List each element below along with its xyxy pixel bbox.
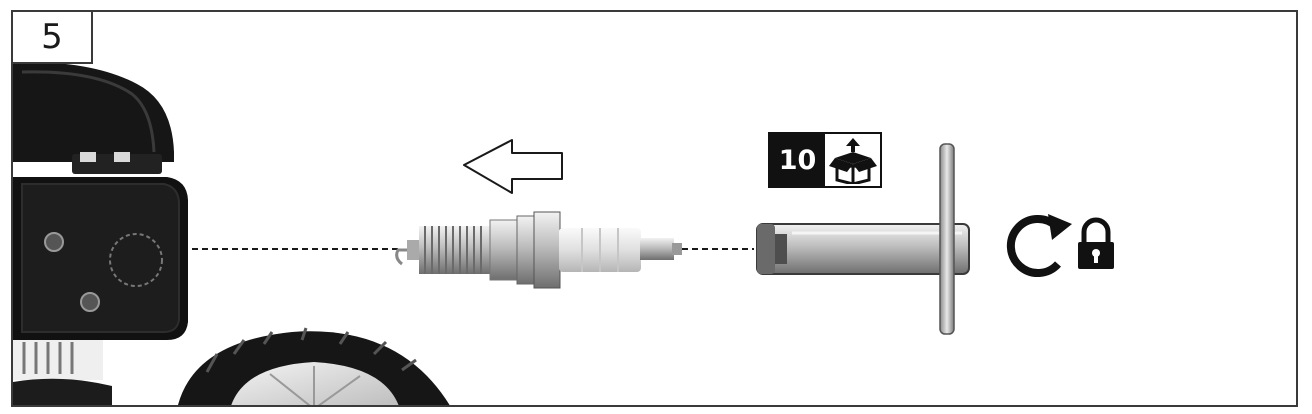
parts-badge: 10 (768, 132, 882, 188)
padlock-icon (1078, 217, 1114, 269)
mower-wheel (178, 327, 450, 405)
parts-quantity: 10 (770, 134, 825, 186)
rotate-clockwise-icon (1006, 214, 1072, 277)
step-number-box: 5 (13, 12, 93, 64)
arrow-left-icon (463, 139, 563, 194)
instruction-panel: 5 (11, 10, 1298, 407)
mower-engine (13, 61, 188, 405)
spark-plug-wrench (756, 143, 970, 335)
spark-plug (395, 211, 682, 289)
illustration (13, 61, 1114, 405)
box-unpack-icon (825, 134, 880, 186)
step-number: 5 (41, 17, 63, 57)
